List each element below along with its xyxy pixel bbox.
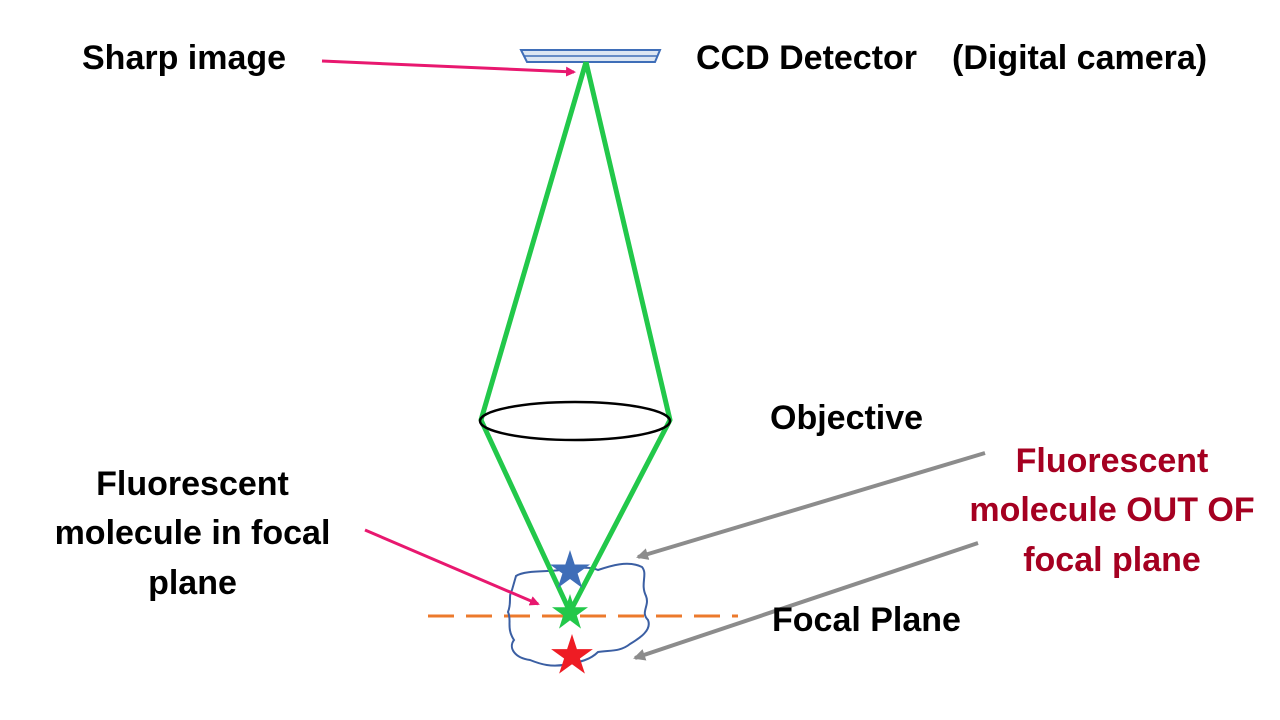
out-focal-line-3: focal plane [1023,540,1201,579]
objective-label: Objective [770,399,924,437]
digital-camera-label: (Digital camera) [952,39,1208,77]
light-path [478,61,673,615]
in-focal-arrow [364,528,540,606]
out-of-focal-molecule-label: Fluorescent molecule OUT OF focal plane [952,437,1272,585]
in-focal-line-1: Fluorescent [96,465,289,503]
out-focal-arrow-upper [636,451,986,560]
star-in-focus-icon [552,594,588,629]
out-focal-line-1: Fluorescent [1015,442,1209,480]
out-focal-arrow-lower [633,541,979,661]
ccd-detector-label: CCD Detector [696,39,918,77]
sharp-image-arrow [321,59,576,77]
in-focal-molecule-label: Fluorescent molecule in focal plane [20,460,365,608]
star-below-icon [551,634,593,674]
out-focal-line-2: molecule OUT OF [969,491,1255,530]
objective-lens [478,400,672,442]
in-focal-line-2: molecule in focal [54,514,331,553]
focal-plane-label: Focal Plane [772,601,961,639]
in-focal-line-3: plane [148,563,237,602]
sharp-image-label: Sharp image [82,39,287,77]
star-above-icon [550,550,590,588]
sample-outline [506,562,650,667]
